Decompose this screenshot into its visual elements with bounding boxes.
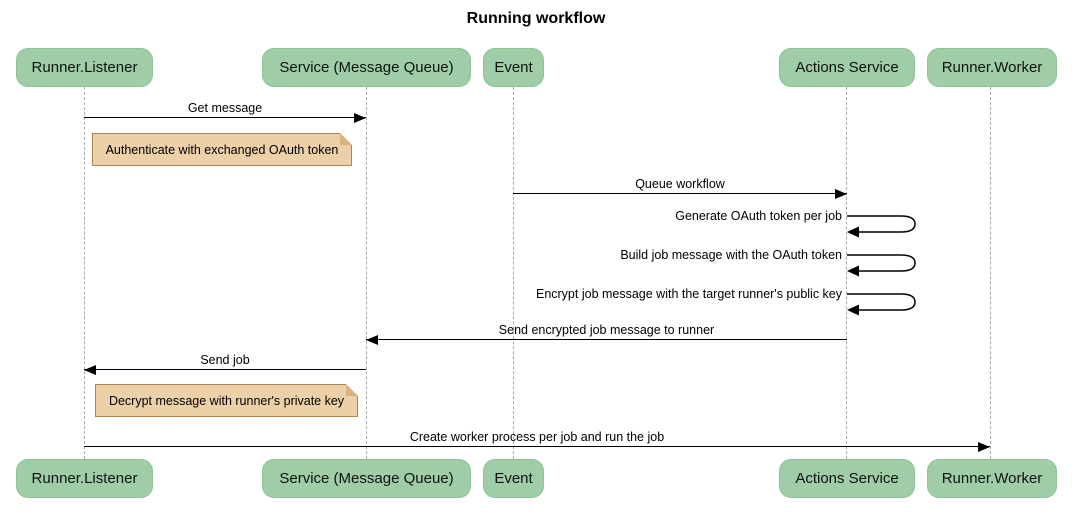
lifeline-actions-service [846,87,847,459]
message-label-send-job: Send job [200,353,250,367]
participant-bottom-runner-listener: Runner.Listener [16,459,153,498]
message-label-generate-oauth-token: Generate OAuth token per job [675,209,842,223]
arrowhead-left-icon [84,365,96,375]
participant-bottom-runner-worker: Runner.Worker [927,459,1057,498]
arrowhead-right-icon [835,189,847,199]
self-loop-icon [847,215,916,238]
lifeline-service-message-queue [365,87,367,459]
message-line-queue-workflow [513,193,847,194]
lifeline-event [512,87,514,459]
message-label-encrypt-job-message: Encrypt job message with the target runn… [535,287,842,301]
lifeline-runner-listener [83,87,85,459]
arrowhead-right-icon [978,442,990,452]
message-label-build-job-message: Build job message with the OAuth token [620,248,842,262]
participant-bottom-service-message-queue: Service (Message Queue) [262,459,471,498]
participant-top-runner-listener: Runner.Listener [16,48,153,87]
note-decrypt-text: Decrypt message with runner's private ke… [108,393,345,408]
message-line-get-message [84,117,366,118]
participant-top-actions-service: Actions Service [779,48,915,87]
participant-top-service-message-queue: Service (Message Queue) [262,48,471,87]
note-decrypt: Decrypt message with runner's private ke… [95,384,358,417]
participant-bottom-actions-service: Actions Service [779,459,915,498]
diagram-title: Running workflow [466,10,606,27]
message-label-send-encrypted: Send encrypted job message to runner [498,323,715,337]
message-label-get-message: Get message [187,101,263,115]
arrowhead-left-icon [366,335,378,345]
arrowhead-right-icon [354,113,366,123]
note-authenticate: Authenticate with exchanged OAuth token [92,133,352,166]
self-loop-icon [847,254,916,277]
participant-top-event: Event [483,48,544,87]
participant-bottom-event: Event [483,459,544,498]
message-line-send-job [84,369,366,370]
message-line-send-encrypted [366,339,847,340]
message-line-create-worker [84,446,990,447]
message-label-create-worker: Create worker process per job and run th… [409,430,665,444]
note-authenticate-text: Authenticate with exchanged OAuth token [105,142,339,157]
participant-top-runner-worker: Runner.Worker [927,48,1057,87]
lifeline-runner-worker [990,87,991,459]
self-loop-icon [847,293,916,316]
message-label-queue-workflow: Queue workflow [635,177,725,191]
